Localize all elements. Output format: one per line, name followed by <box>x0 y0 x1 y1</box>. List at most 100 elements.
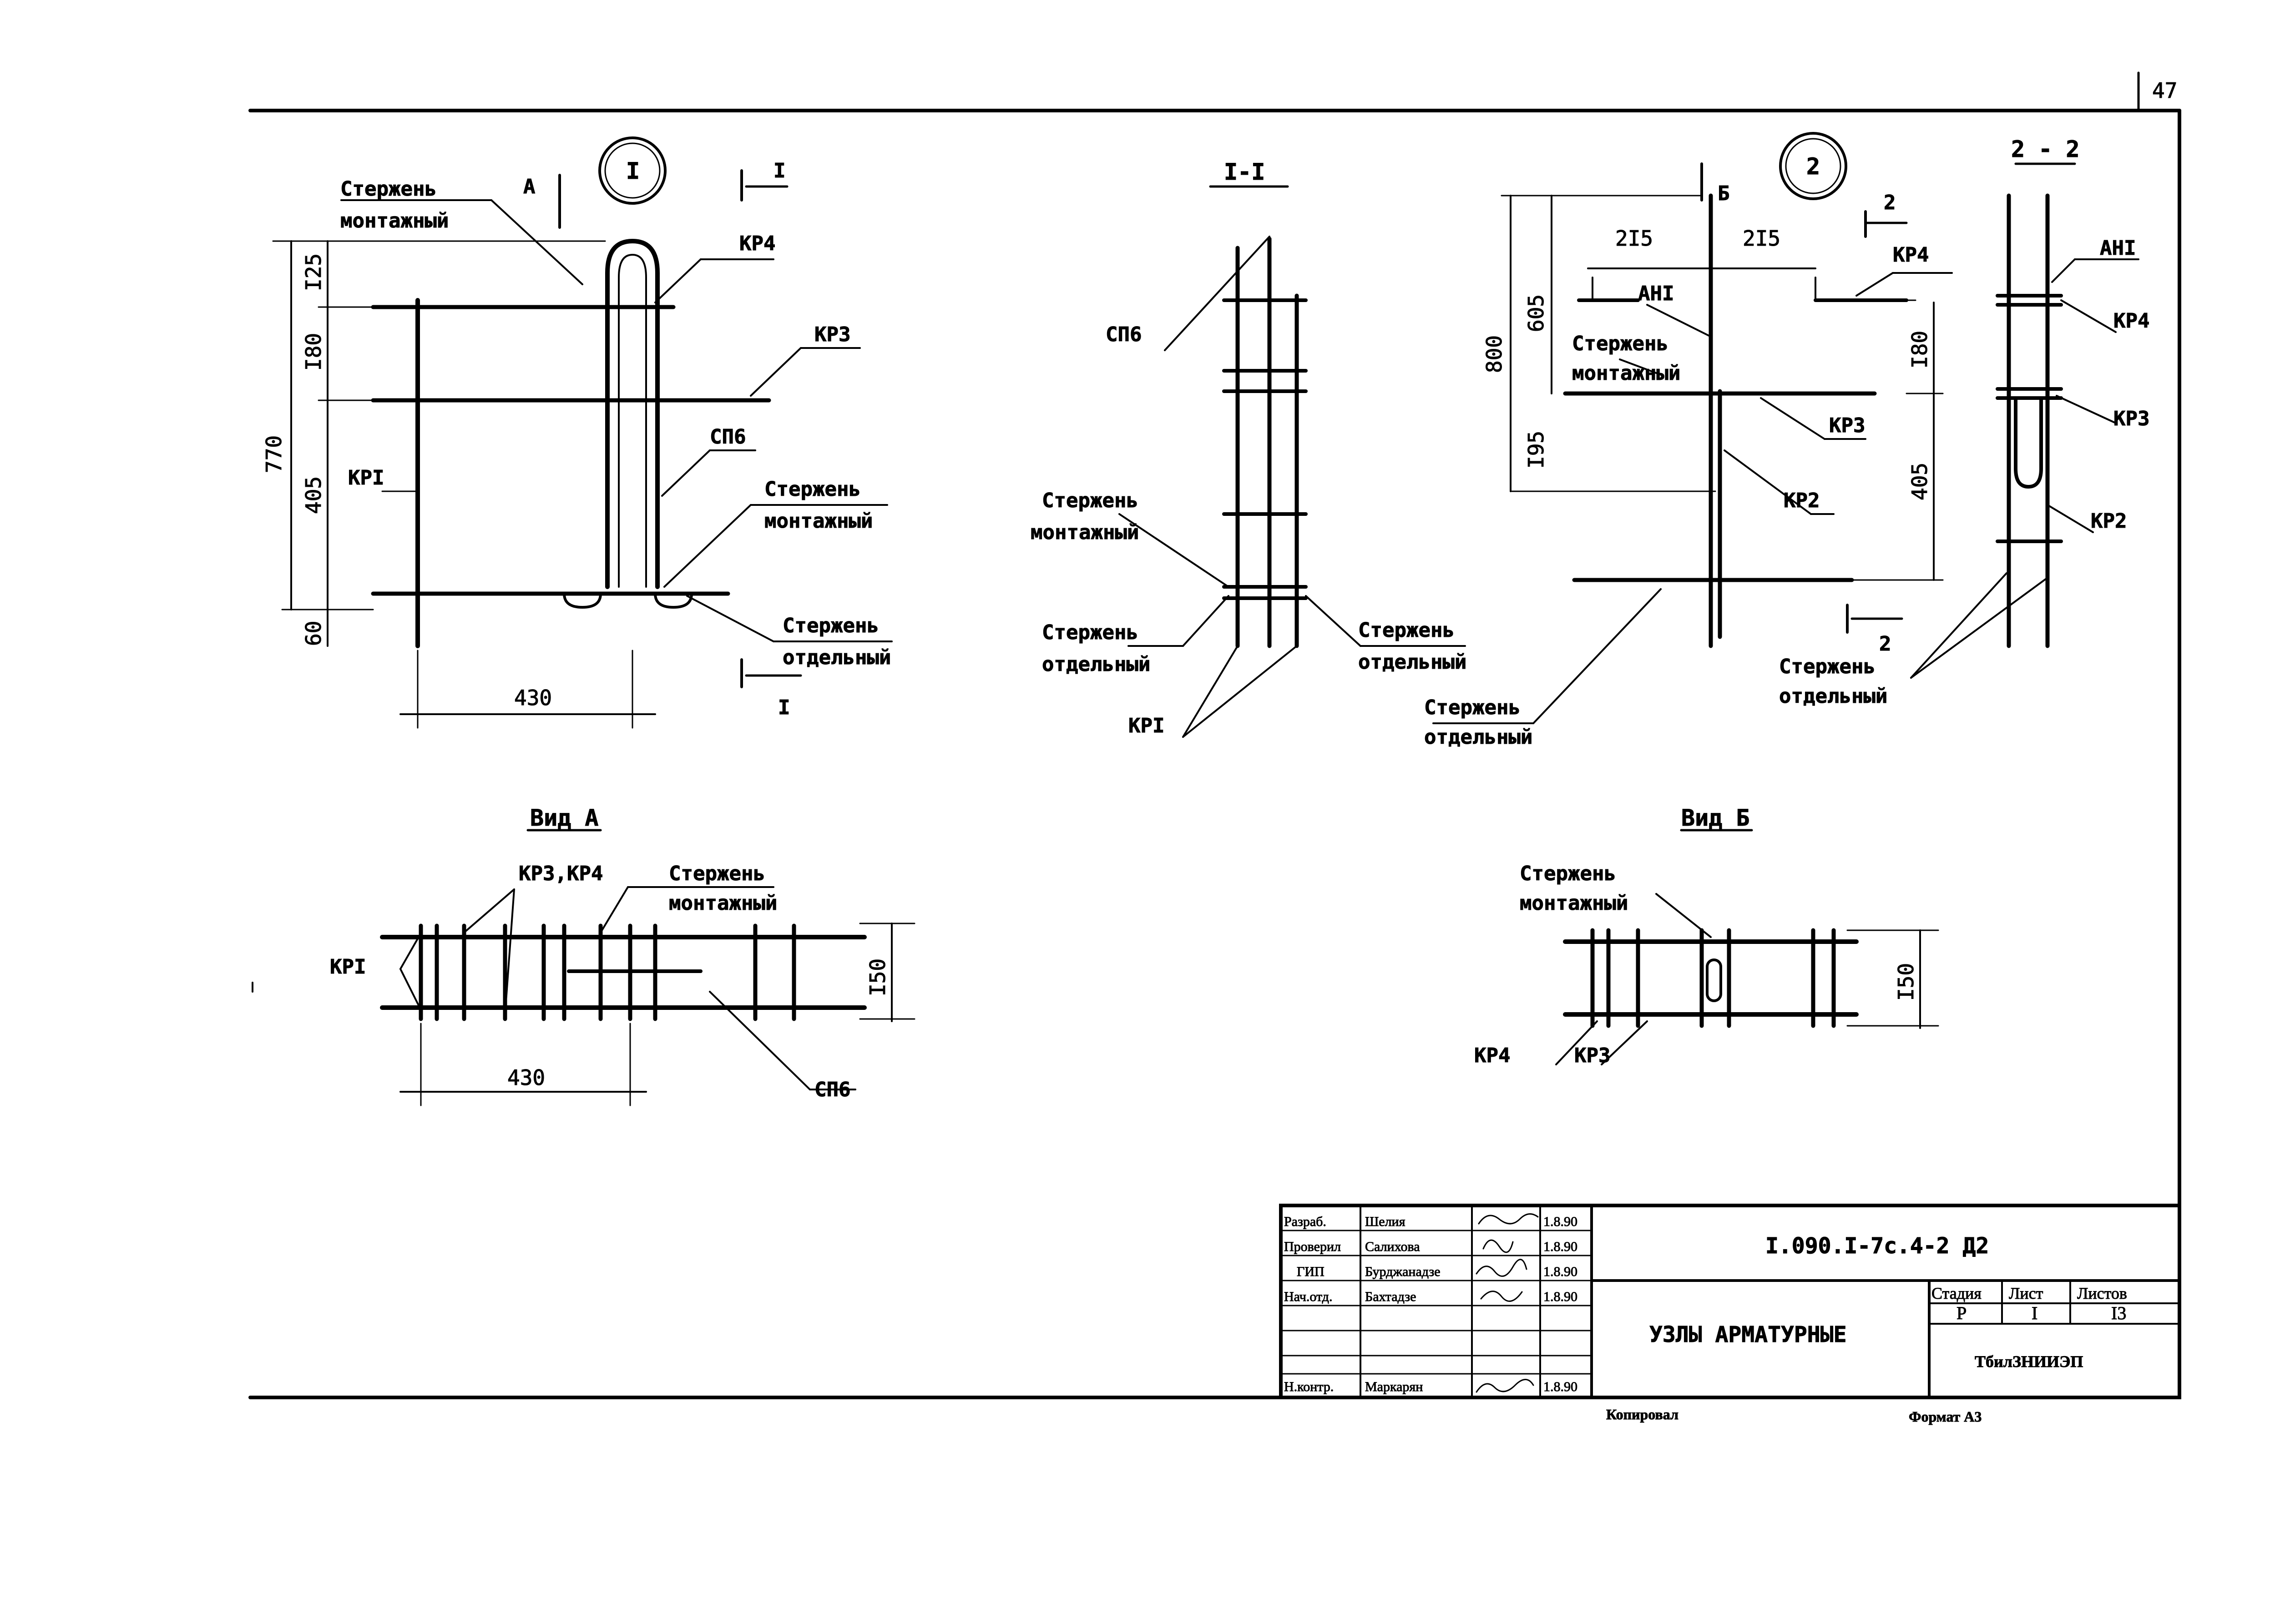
section-1-1-kr1: КРI <box>1128 714 1164 737</box>
tb-sheets-header: Листов <box>2077 1284 2127 1302</box>
tb-role-1: Проверил <box>1284 1239 1341 1254</box>
node-2-dim-800: 800 <box>1482 335 1507 373</box>
dim-770: 770 <box>262 435 286 473</box>
node-2-view-arrow: Б <box>1718 182 1730 205</box>
section-2-2-title: 2 - 2 <box>2011 136 2080 162</box>
view-b-rod-montage: Стержень <box>1520 862 1616 885</box>
tb-name-6: Маркарян <box>1365 1379 1423 1394</box>
section-2-2-kr2: КР2 <box>2091 509 2127 533</box>
tb-name-0: Шелия <box>1365 1214 1405 1229</box>
tb-role-2: ГИП <box>1297 1264 1325 1279</box>
node-2-dim-215a: 2I5 <box>1615 226 1653 251</box>
section-2-2-kr4: КР4 <box>2113 309 2149 333</box>
tb-org: ТбилЗНИИЭП <box>1975 1352 2083 1371</box>
label-rod-montage: Стержень <box>340 177 437 201</box>
section-1-1-rod-montage-2: монтажный <box>1031 521 1139 544</box>
node-2-ani: АНI <box>1638 282 1674 305</box>
sheet-footer: Копировал Формат А3 <box>1606 1406 1982 1425</box>
label-rod-montage-b: Стержень <box>764 478 861 501</box>
node-2-rod-sep: Стержень <box>1424 696 1521 719</box>
label-rod-montage-2: монтажный <box>340 209 449 232</box>
tb-role-3: Нач.отд. <box>1284 1289 1332 1304</box>
view-b-kr4: КР4 <box>1474 1044 1510 1067</box>
tb-date-2: 1.8.90 <box>1543 1264 1577 1279</box>
node-2-rod-montage-2: монтажный <box>1572 362 1680 385</box>
section-1-1-text: I-I СП6 Стержень монтажный Стержень отде… <box>1031 159 1467 738</box>
node-1 <box>272 136 893 729</box>
section-1-1 <box>1118 185 1466 738</box>
node-2-text: 2 Б 2 2 2I5 2I5 АНI КР4 Стержень монтажн… <box>1424 153 1932 749</box>
tb-stage-header: Стадия <box>1931 1284 1982 1302</box>
label-rod-separate-2: отдельный <box>783 646 891 669</box>
node-2-dim-180: I80 <box>1907 331 1932 368</box>
section-1-1-rod-montage: Стержень <box>1042 489 1138 512</box>
tb-sheet-header: Лист <box>2009 1284 2043 1302</box>
footer-copied: Копировал <box>1606 1406 1678 1422</box>
view-a-title: Вид А <box>530 805 599 831</box>
node-2-kr2: КР2 <box>1784 489 1820 512</box>
view-a-sp6: СП6 <box>814 1078 850 1101</box>
view-a <box>380 829 915 1106</box>
tb-doc-code: I.090.I-7с.4-2 Д2 <box>1765 1233 1989 1259</box>
node-1-view-arrow: A <box>523 175 536 198</box>
node-2-dim-215b: 2I5 <box>1743 226 1780 251</box>
tb-date-1: 1.8.90 <box>1543 1239 1577 1254</box>
section-2-2-ani: АНI <box>2100 237 2136 260</box>
view-a-text: Вид А КР3,КР4 Стержень монтажный КРI СП6… <box>330 805 890 1102</box>
section-1-1-rod-sep-left-2: отдельный <box>1042 653 1150 676</box>
section-2-2-kr3: КР3 <box>2113 407 2149 430</box>
label-rod-montage-b2: монтажный <box>764 509 873 533</box>
section-1-1-title: I-I <box>1224 159 1265 185</box>
label-kr3: КР3 <box>814 323 850 346</box>
tb-name-3: Бахтадзе <box>1365 1289 1416 1304</box>
view-a-kr1: КРI <box>330 955 366 978</box>
dim-60: 60 <box>301 621 326 646</box>
node-1-text: I A I I Стержень монтажный КР4 КР3 СП6 С… <box>262 158 891 720</box>
section-1-1-sp6: СП6 <box>1106 323 1142 346</box>
node-2-dim-605: 605 <box>1524 294 1548 332</box>
node-2-dim-195: I95 <box>1524 431 1548 469</box>
view-b-text: Вид Б Стержень монтажный КР4 КР3 I50 <box>1474 805 1919 1068</box>
dim-405: 405 <box>301 476 326 514</box>
tb-role-6: Н.контр. <box>1284 1379 1334 1394</box>
node-1-section-top: I <box>774 159 786 182</box>
label-kr4: КР4 <box>739 232 775 255</box>
dim-430: 430 <box>514 686 552 710</box>
view-a-dim-430: 430 <box>507 1065 545 1090</box>
title-block <box>1279 1204 2181 1399</box>
view-a-kr34: КР3,КР4 <box>519 862 603 885</box>
tb-role-0: Разраб. <box>1284 1214 1326 1229</box>
node-1-circle: I <box>626 158 640 184</box>
tb-name-1: Салихова <box>1365 1239 1420 1254</box>
frame <box>248 71 2181 1399</box>
node-2-rod-sep-2: отдельный <box>1424 726 1532 749</box>
node-2-kr3: КР3 <box>1829 414 1865 437</box>
node-2-kr4: КР4 <box>1893 243 1929 267</box>
view-a-rod-montage: Стержень <box>669 862 765 885</box>
view-b-kr3: КР3 <box>1574 1044 1610 1067</box>
dim-180: I80 <box>301 333 326 371</box>
dim-125: I25 <box>301 253 326 291</box>
tb-date-0: 1.8.90 <box>1543 1214 1577 1229</box>
node-2-section-bottom: 2 <box>1879 632 1891 656</box>
tb-stage: Р <box>1956 1303 1967 1323</box>
tb-sheets: I3 <box>2111 1303 2126 1323</box>
view-a-rod-montage-2: монтажный <box>669 892 777 915</box>
section-1-1-rod-sep-right: Стержень <box>1358 619 1455 642</box>
label-rod-separate: Стержень <box>783 614 879 637</box>
section-1-1-rod-sep-right-2: отдельный <box>1358 651 1466 674</box>
node-1-section-bottom: I <box>778 696 790 719</box>
section-1-1-rod-sep-left: Стержень <box>1042 621 1138 644</box>
section-2-2-rod-sep: Стержень <box>1779 655 1876 678</box>
view-a-dim-150: I50 <box>865 958 890 996</box>
node-2-circle: 2 <box>1806 153 1820 180</box>
node-2-section-top: 2 <box>1884 191 1896 214</box>
view-b-title: Вид Б <box>1681 805 1750 831</box>
section-2-2-rod-sep-2: отдельный <box>1779 685 1887 708</box>
title-block-text: Разраб. Шелия 1.8.90 Проверил Салихова 1… <box>1284 1214 2128 1395</box>
section-2-2-text: 2 - 2 АНI КР4 КР3 КР2 Стержень отдельный <box>1779 136 2150 708</box>
node-2-rod-montage: Стержень <box>1572 332 1668 355</box>
tb-sheet: I <box>2032 1303 2037 1323</box>
footer-format: Формат А3 <box>1909 1408 1982 1425</box>
